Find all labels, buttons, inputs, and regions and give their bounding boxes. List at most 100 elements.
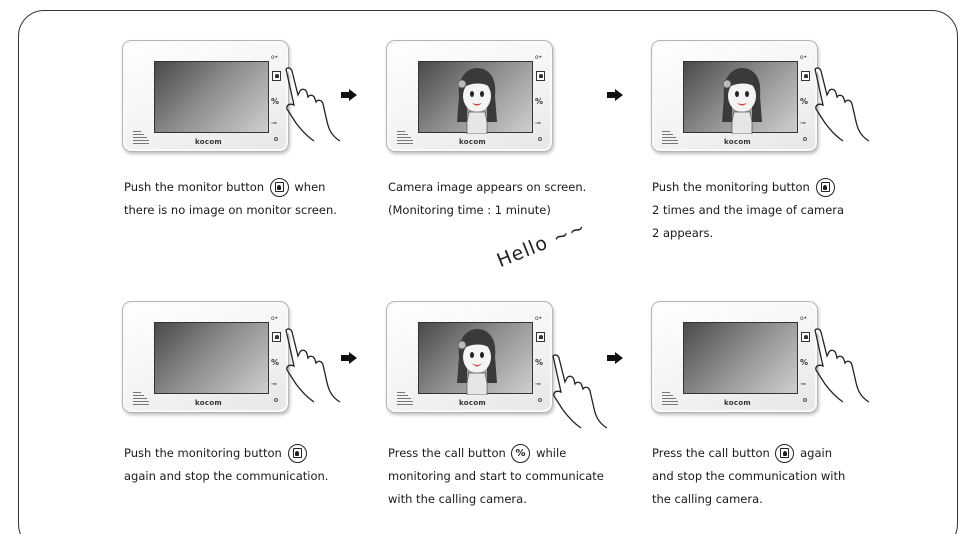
caption-text: Push the monitor button (124, 180, 265, 194)
caption-text: Press the call button (388, 446, 506, 460)
key-icon[interactable]: ⊸ (800, 119, 806, 127)
caption-text: Push the monitoring button (124, 446, 282, 460)
power-icon[interactable]: o• (271, 54, 279, 61)
side-buttons: o• % ⊸ (271, 302, 283, 414)
caption-text: again (800, 446, 832, 460)
caption-step3: Push the monitoring button 2 times and t… (652, 176, 844, 245)
monitor-button-icon[interactable] (272, 332, 281, 342)
caption-text: monitoring and start to communicate (388, 469, 604, 483)
dot-icon (803, 398, 807, 402)
brand-logo: kocom (195, 399, 223, 407)
caption-text: 2 times and the image of camera (652, 203, 845, 217)
caption-text: Push the monitoring button (652, 180, 810, 194)
call-button-icon[interactable]: % (271, 358, 280, 367)
power-icon[interactable]: o• (535, 315, 543, 322)
monitor-button-icon[interactable] (536, 332, 545, 342)
girl-face-image (722, 68, 762, 134)
brand-logo: kocom (195, 138, 223, 146)
hand-pointer-icon (285, 328, 341, 403)
call-button-icon[interactable]: % (271, 97, 280, 106)
caption-text: 2 appears. (652, 226, 714, 240)
brand-logo: kocom (459, 399, 487, 407)
caption-step1: Push the monitor button when there is no… (124, 176, 337, 222)
girl-face-image (457, 68, 497, 134)
caption-step2: Camera image appears on screen. (Monitor… (388, 176, 586, 222)
speaker-grille (133, 131, 149, 146)
caption-text: there is no image on monitor screen. (124, 203, 337, 217)
call-button-icon[interactable]: % (800, 358, 809, 367)
side-buttons: o• % ⊸ (535, 41, 547, 153)
power-icon[interactable]: o• (800, 315, 808, 322)
hand-pointer-icon (285, 67, 341, 142)
caption-text: (Monitoring time : 1 minute) (388, 203, 551, 217)
caption-text: Camera image appears on screen. (388, 180, 587, 194)
monitor-button-icon[interactable] (801, 71, 810, 81)
side-buttons: o• % ⊸ (800, 302, 812, 414)
arrow-right-icon (341, 352, 357, 364)
monitor-button-icon[interactable] (272, 71, 281, 81)
call-button-icon[interactable]: % (800, 97, 809, 106)
brand-logo: kocom (724, 138, 752, 146)
dot-icon (803, 137, 807, 141)
speaker-grille (397, 392, 413, 407)
device-step4: kocom o• % ⊸ (122, 301, 289, 413)
speaker-grille (397, 131, 413, 146)
call-button-icon[interactable]: % (535, 97, 544, 106)
dot-icon (274, 137, 278, 141)
monitor-icon (815, 178, 835, 197)
brand-logo: kocom (459, 138, 487, 146)
device-screen (683, 322, 798, 394)
power-icon[interactable]: o• (800, 54, 808, 61)
dot-icon (538, 398, 542, 402)
speaker-grille (662, 131, 678, 146)
device-step6: kocom o• % ⊸ (651, 301, 818, 413)
device-screen (154, 322, 269, 394)
caption-text: Press the call button (652, 446, 770, 460)
device-step2: kocom o• % ⊸ (386, 40, 553, 152)
caption-text: and stop the communication with (652, 469, 846, 483)
dot-icon (538, 137, 542, 141)
device-step3: kocom o• % ⊸ (651, 40, 818, 152)
hand-pointer-icon (814, 328, 870, 403)
call-icon: % (511, 444, 531, 463)
device-step5: kocom o• % ⊸ (386, 301, 553, 413)
caption-text: the calling camera. (652, 492, 763, 506)
caption-text: with the calling camera. (388, 492, 527, 506)
device-screen (683, 61, 798, 134)
key-icon[interactable]: ⊸ (271, 380, 277, 388)
caption-text: when (294, 180, 326, 194)
power-icon[interactable]: o• (535, 54, 543, 61)
caption-text: while (536, 446, 567, 460)
page-frame (18, 10, 958, 534)
device-screen (418, 322, 533, 395)
device-screen (418, 61, 533, 134)
key-icon[interactable]: ⊸ (800, 380, 806, 388)
hand-pointer-icon (814, 67, 870, 142)
arrow-right-icon (607, 89, 623, 101)
call-button-icon[interactable]: % (535, 358, 544, 367)
caption-step4: Push the monitoring button again and sto… (124, 442, 328, 488)
key-icon[interactable]: ⊸ (535, 119, 541, 127)
side-buttons: o• % ⊸ (800, 41, 812, 153)
speaker-grille (133, 392, 149, 407)
brand-logo: kocom (724, 399, 752, 407)
caption-step5: Press the call button % while monitoring… (388, 442, 604, 511)
power-icon[interactable]: o• (271, 315, 279, 322)
device-step1: kocom o• % ⊸ (122, 40, 289, 152)
monitor-button-icon[interactable] (536, 71, 545, 81)
monitor-icon (287, 444, 307, 463)
monitor-icon (775, 444, 795, 463)
side-buttons: o• % ⊸ (271, 41, 283, 153)
key-icon[interactable]: ⊸ (535, 380, 541, 388)
device-screen (154, 61, 269, 133)
monitor-icon (269, 178, 289, 197)
arrow-right-icon (341, 89, 357, 101)
speaker-grille (662, 392, 678, 407)
key-icon[interactable]: ⊸ (271, 119, 277, 127)
arrow-right-icon (607, 352, 623, 364)
monitor-button-icon[interactable] (801, 332, 810, 342)
caption-step6: Press the call button again and stop the… (652, 442, 845, 511)
side-buttons: o• % ⊸ (535, 302, 547, 414)
caption-text: again and stop the communication. (124, 469, 329, 483)
hand-pointer-icon (552, 354, 608, 429)
